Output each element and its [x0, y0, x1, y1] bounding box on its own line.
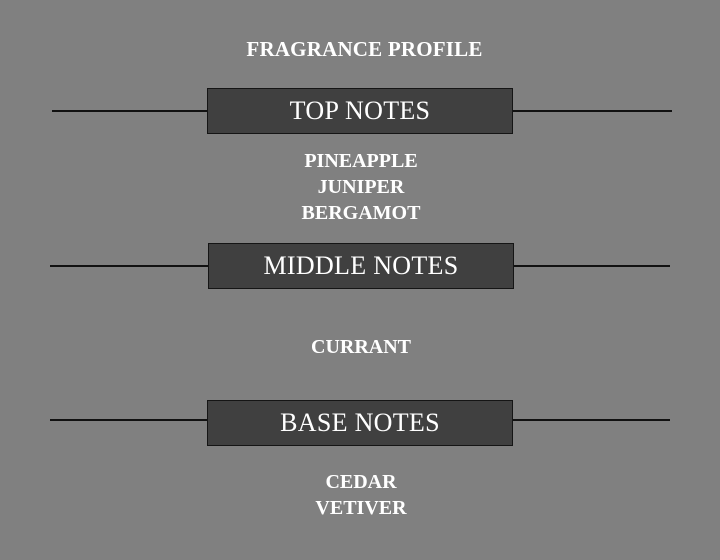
note-item: VETIVER: [315, 497, 407, 519]
note-item: CURRANT: [311, 336, 411, 358]
note-item: JUNIPER: [317, 176, 405, 198]
notes-list-middle: CURRANT: [0, 334, 720, 360]
divider-line-right: [512, 419, 670, 421]
section-header-label: BASE NOTES: [280, 408, 440, 437]
section-header-middle-notes: MIDDLE NOTES: [208, 243, 514, 289]
section-header-label: TOP NOTES: [289, 96, 431, 125]
divider-line-left: [50, 419, 208, 421]
notes-list-top: PINEAPPLE JUNIPER BERGAMOT: [0, 148, 720, 226]
section-top-notes: TOP NOTES: [0, 88, 720, 134]
note-item: BERGAMOT: [301, 202, 421, 224]
section-header-base-notes: BASE NOTES: [207, 400, 513, 446]
section-header-top-notes: TOP NOTES: [207, 88, 513, 134]
section-header-label: MIDDLE NOTES: [263, 251, 459, 280]
divider-line-left: [50, 265, 208, 267]
note-item: CEDAR: [325, 471, 397, 493]
notes-list-base: CEDAR VETIVER: [0, 469, 720, 521]
note-item: PINEAPPLE: [304, 150, 418, 172]
divider-line-right: [512, 110, 672, 112]
page-title: FRAGRANCE PROFILE: [246, 37, 483, 61]
divider-line-left: [52, 110, 208, 112]
divider-line-right: [513, 265, 670, 267]
section-middle-notes: MIDDLE NOTES: [0, 243, 720, 289]
section-base-notes: BASE NOTES: [0, 400, 720, 446]
